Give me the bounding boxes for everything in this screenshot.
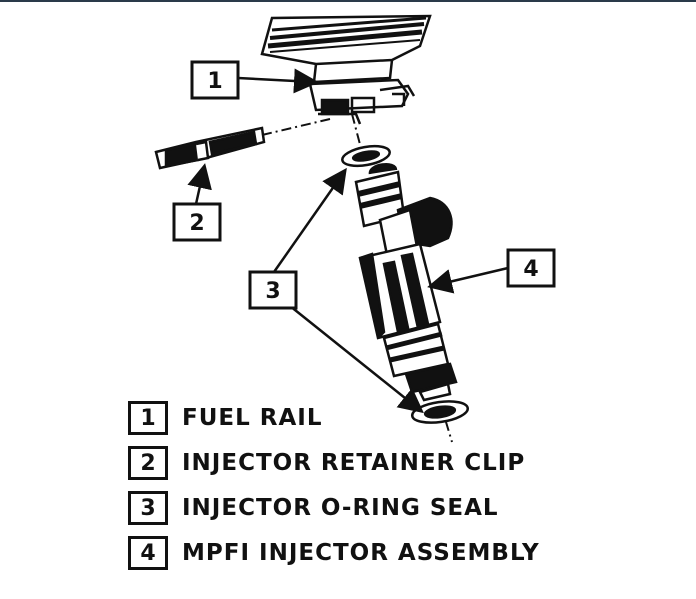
legend-label: MPFI INJECTOR ASSEMBLY	[182, 540, 540, 566]
legend-label: INJECTOR RETAINER CLIP	[182, 450, 526, 476]
leader-injector	[427, 266, 509, 294]
callout-4-number: 4	[523, 257, 538, 282]
retainer-clip-drawing	[154, 126, 266, 170]
lower-o-ring-drawing	[410, 400, 470, 424]
upper-o-ring-drawing	[341, 144, 391, 168]
fuel-rail-drawing	[260, 14, 432, 125]
legend-row: 2 INJECTOR RETAINER CLIP	[128, 444, 598, 482]
callout-3: 3	[248, 270, 298, 310]
parts-legend: 1 FUEL RAIL 2 INJECTOR RETAINER CLIP 3 I…	[128, 399, 598, 579]
callout-3-number: 3	[265, 279, 280, 304]
callout-2: 2	[172, 202, 222, 242]
legend-label: INJECTOR O-RING SEAL	[182, 495, 499, 521]
legend-number: 1	[128, 401, 168, 435]
injector-drawing	[354, 162, 458, 402]
legend-number: 3	[128, 491, 168, 525]
legend-row: 3 INJECTOR O-RING SEAL	[128, 489, 598, 527]
callout-2-number: 2	[189, 211, 204, 236]
legend-row: 4 MPFI INJECTOR ASSEMBLY	[128, 534, 598, 572]
leader-retainer-clip	[187, 163, 212, 205]
callout-1-number: 1	[207, 69, 222, 94]
legend-number: 4	[128, 536, 168, 570]
leader-lower-o-ring	[289, 305, 424, 414]
legend-label: FUEL RAIL	[182, 405, 323, 431]
clip-center-line	[261, 118, 331, 136]
callout-4: 4	[506, 248, 556, 288]
callout-1: 1	[190, 60, 240, 100]
leader-upper-o-ring	[272, 167, 347, 273]
leader-lines	[187, 68, 509, 414]
legend-number: 2	[128, 446, 168, 480]
legend-row: 1 FUEL RAIL	[128, 399, 598, 437]
leader-fuel-rail	[237, 68, 319, 94]
